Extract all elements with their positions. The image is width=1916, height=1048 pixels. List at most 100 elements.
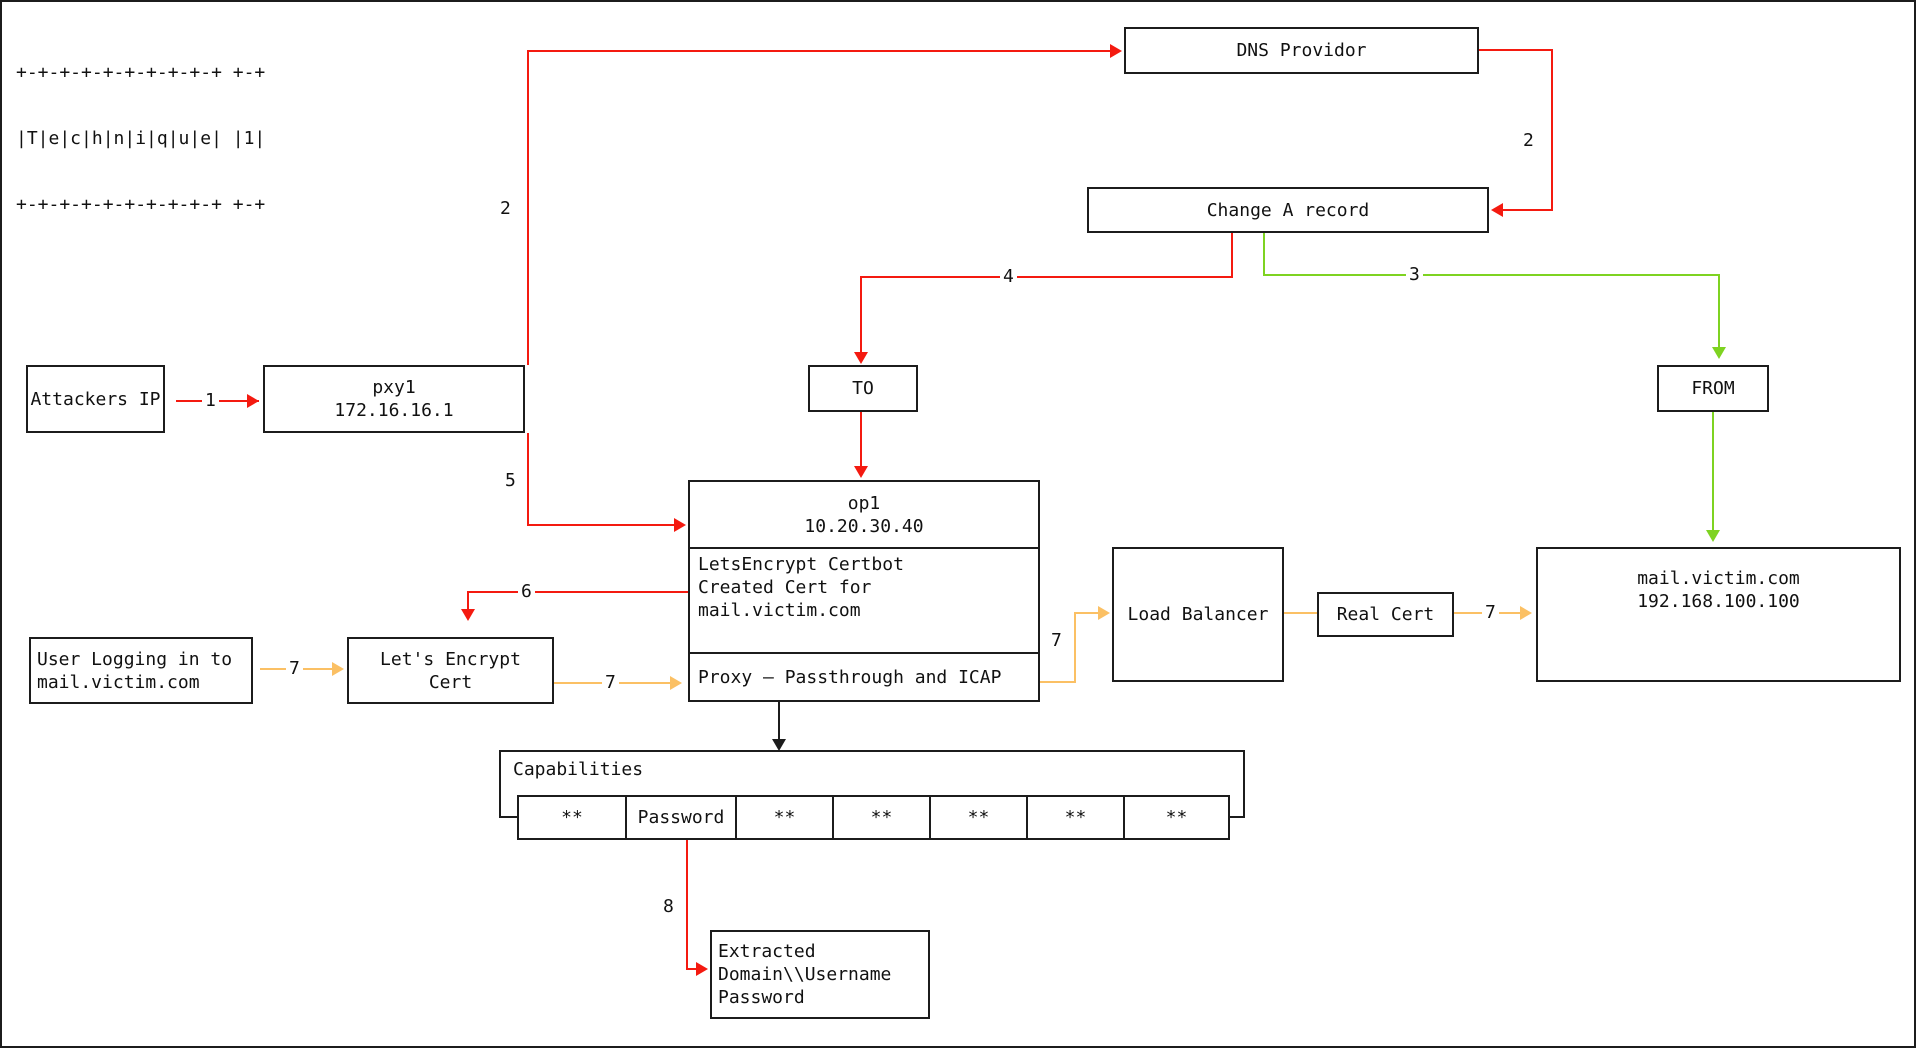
- edge-6-label: 6: [518, 583, 535, 601]
- edge-5-arrowhead: [674, 518, 686, 532]
- edge-2b-arrowhead: [1491, 203, 1503, 217]
- edge-7b-label: 7: [602, 674, 619, 692]
- edge-proxy-capabilities-line: [778, 702, 780, 742]
- node-extracted-creds: Extracted Domain\\Username Password: [710, 930, 930, 1019]
- edge-1-label: 1: [202, 392, 219, 410]
- edge-3-label: 3: [1406, 266, 1423, 284]
- edge-5-vertical: [527, 433, 529, 526]
- node-op1-header: op1 10.20.30.40: [690, 482, 1038, 547]
- edge-4-horizontal: [861, 276, 1233, 278]
- node-attackers-ip: Attackers IP: [26, 365, 165, 433]
- node-lets-encrypt-cert: Let's Encrypt Cert: [347, 637, 554, 704]
- capability-cell: **: [517, 795, 627, 840]
- edge-2-label: 2: [497, 200, 514, 218]
- node-mail-victim-ip: 192.168.100.100: [1637, 591, 1800, 612]
- node-to-label: TO: [852, 378, 874, 399]
- node-from-label: FROM: [1691, 378, 1735, 399]
- edge-2b-horizontal-bottom: [1499, 209, 1553, 211]
- capability-cell-password: Password: [625, 795, 737, 840]
- node-op1-body-line1: LetsEncrypt Certbot: [698, 554, 904, 575]
- capability-cell: **: [929, 795, 1028, 840]
- edge-6-arrowhead: [461, 609, 475, 621]
- edge-7a-label: 7: [286, 660, 303, 678]
- edge-3-vertical-top: [1263, 233, 1265, 276]
- edge-6-vertical: [467, 591, 469, 611]
- node-extracted-line2: Domain\\Username: [718, 964, 892, 985]
- node-op1-body-line3: mail.victim.com: [698, 600, 861, 621]
- node-real-cert-label: Real Cert: [1336, 604, 1435, 625]
- capability-cell: **: [1123, 795, 1230, 840]
- node-op1-body-line2: Created Cert for: [698, 577, 872, 598]
- node-user-logging-line2: mail.victim.com: [37, 671, 200, 693]
- node-capabilities-label: Capabilities: [513, 759, 644, 780]
- edge-6-horizontal: [468, 591, 688, 593]
- capability-cell: **: [832, 795, 931, 840]
- node-user-logging-line1: User Logging in to: [37, 648, 233, 670]
- edge-7a-arrowhead: [332, 662, 344, 676]
- edge-8-label: 8: [660, 898, 677, 916]
- edge-to-op1-arrowhead: [854, 466, 868, 478]
- node-dns-provider: DNS Providor: [1124, 27, 1479, 74]
- edge-7d-arrowhead: [1520, 606, 1532, 620]
- ascii-line-1: +-+-+-+-+-+-+-+-+-+ +-+: [16, 62, 266, 83]
- ascii-line-2: |T|e|c|h|n|i|q|u|e| |1|: [16, 128, 266, 149]
- technique-1-ascii-title: +-+-+-+-+-+-+-+-+-+ +-+ |T|e|c|h|n|i|q|u…: [16, 18, 265, 260]
- capability-cell: **: [1026, 795, 1125, 840]
- edge-proxy-capabilities-arrowhead: [772, 739, 786, 751]
- node-op1-proxy: Proxy — Passthrough and ICAP: [690, 652, 1038, 700]
- capability-cell-label: **: [967, 807, 990, 828]
- edge-1-arrowhead: [247, 394, 259, 408]
- edge-4-vertical-bottom: [860, 276, 862, 355]
- edge-5-label: 5: [502, 472, 519, 490]
- node-dns-provider-label: DNS Providor: [1236, 40, 1367, 61]
- edge-3-horizontal: [1263, 274, 1720, 276]
- node-op1-ip: 10.20.30.40: [804, 515, 924, 537]
- node-to: TO: [808, 365, 918, 412]
- edge-2-horizontal: [527, 50, 1112, 52]
- node-change-a-record: Change A record: [1087, 187, 1489, 233]
- edge-3-arrowhead: [1712, 347, 1726, 359]
- edge-5-horizontal: [527, 524, 680, 526]
- edge-2-vertical: [527, 51, 529, 365]
- edge-7c-arrowhead: [1098, 606, 1110, 620]
- edge-4-arrowhead: [854, 352, 868, 364]
- node-pxy1: pxy1 172.16.16.1: [263, 365, 525, 433]
- node-change-a-record-label: Change A record: [1206, 199, 1370, 221]
- capabilities-cell-row: ** Password ** ** ** ** **: [517, 795, 1230, 840]
- node-op1-body: LetsEncrypt Certbot Created Cert for mai…: [690, 547, 1038, 652]
- node-load-balancer-label: Load Balancer: [1127, 604, 1269, 625]
- edge-4-label: 4: [1000, 268, 1017, 286]
- node-pxy1-name: pxy1: [372, 377, 416, 398]
- capability-cell-label: **: [1064, 807, 1087, 828]
- capability-cell-label: **: [773, 807, 796, 828]
- edge-8-vertical: [686, 840, 688, 970]
- edge-2-arrowhead: [1110, 44, 1122, 58]
- capability-cell: **: [735, 795, 834, 840]
- node-lets-encrypt-line2: Cert: [428, 671, 473, 693]
- capability-cell-label: **: [561, 807, 583, 828]
- edge-7c-horizontal-top: [1074, 612, 1102, 614]
- edge-7c-horizontal-bottom: [1040, 681, 1076, 683]
- node-pxy1-ip: 172.16.16.1: [334, 400, 454, 421]
- edge-8-arrowhead: [696, 962, 708, 976]
- capability-cell-label: **: [870, 807, 893, 828]
- node-from: FROM: [1657, 365, 1769, 412]
- node-op1: op1 10.20.30.40 LetsEncrypt Certbot Crea…: [688, 480, 1040, 702]
- node-mail-victim: mail.victim.com 192.168.100.100: [1536, 547, 1901, 682]
- edge-7b-arrowhead: [670, 676, 682, 690]
- node-extracted-line1: Extracted: [718, 941, 816, 962]
- edge-7c-vertical: [1074, 613, 1076, 683]
- capability-cell-label: **: [1165, 807, 1188, 828]
- node-attackers-ip-label: Attackers IP: [30, 388, 161, 410]
- edge-3-vertical-bottom: [1718, 274, 1720, 350]
- node-extracted-line3: Password: [718, 987, 805, 1008]
- edge-7c-label: 7: [1048, 632, 1065, 650]
- edge-from-mail-arrowhead: [1706, 530, 1720, 542]
- node-real-cert: Real Cert: [1317, 592, 1454, 637]
- node-mail-victim-host: mail.victim.com: [1637, 568, 1800, 589]
- edge-2b-label: 2: [1520, 132, 1537, 150]
- edge-to-op1-line: [860, 412, 862, 470]
- node-user-logging: User Logging in to mail.victim.com: [29, 637, 253, 704]
- node-op1-proxy-label: Proxy — Passthrough and ICAP: [698, 666, 1002, 688]
